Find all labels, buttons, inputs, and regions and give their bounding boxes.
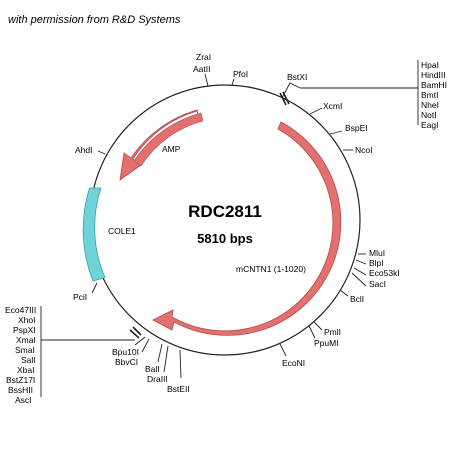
- tick-bpu10i: [134, 336, 146, 346]
- mcntn1-feature-arrow: [152, 121, 342, 336]
- site-smai: SmaI: [15, 345, 35, 355]
- feature-labels: AMP COLE1 mCNTN1 (1-1020): [108, 144, 306, 274]
- tick-bali: [157, 343, 163, 363]
- site-nhei: NheI: [421, 100, 439, 110]
- tick-bspei: [329, 130, 343, 135]
- site-eco53ki: Eco53kI: [369, 268, 400, 278]
- site-bpu10i: Bpu10I: [112, 347, 139, 357]
- site-bbvci: BbvCI: [115, 357, 138, 367]
- site-labels-top: ZraI AatII PfoI BstXI XcmI BspEI NcoI Ah…: [75, 52, 372, 155]
- site-xhoi: XhoI: [18, 315, 36, 325]
- site-bstxi: BstXI: [287, 72, 307, 82]
- site-mlui: MluI: [369, 248, 385, 258]
- amp-label: AMP: [162, 144, 181, 154]
- tick-xcmi: [309, 107, 323, 115]
- site-labels-left-stack: Eco47III XhoI PspXI XmaI SmaI SalI XbaI …: [5, 305, 36, 405]
- site-bcli: BclI: [350, 294, 364, 304]
- cole1-feature-arc: [82, 187, 106, 282]
- site-pspxi: PspXI: [13, 325, 36, 335]
- amp-feature-arrow-body: [133, 112, 204, 167]
- site-eagi: EagI: [421, 120, 439, 130]
- site-econi: EcoNI: [282, 358, 305, 368]
- site-ahdi: AhdI: [75, 145, 93, 155]
- site-pcii: PciI: [73, 292, 87, 302]
- site-bali: BalI: [145, 364, 160, 374]
- tick-eco53ki: [353, 267, 367, 276]
- tick-pfoi: [231, 78, 235, 86]
- tick-blpi: [355, 259, 367, 265]
- site-bstz17i: BstZ17I: [6, 375, 35, 385]
- site-ncoi: NcoI: [355, 145, 372, 155]
- tick-ppumi: [308, 325, 316, 339]
- site-ppumi: PpuMI: [314, 338, 339, 348]
- tick-saci: [351, 272, 367, 287]
- tick-bcli: [339, 289, 349, 297]
- tick-bbvci: [141, 338, 150, 353]
- site-labels-right-stack: HpaI HindIII BamHI BmtI NheI NotI EagI: [421, 60, 447, 130]
- amp-feature-arrow: [119, 109, 200, 181]
- site-tick-marks: [40, 60, 419, 397]
- tick-ahdi: [97, 150, 106, 155]
- site-labels-right: MluI BlpI Eco53kI SacI BclI PmlI PpuMI E…: [282, 248, 400, 368]
- site-bsshii: BssHII: [8, 385, 33, 395]
- site-noti: NotI: [421, 110, 437, 120]
- site-bamhi: BamHI: [421, 80, 447, 90]
- tick-econi: [279, 343, 287, 357]
- site-aatii: AatII: [193, 64, 210, 74]
- site-bstelli: BstEII: [167, 384, 190, 394]
- tick-pcii: [91, 282, 98, 294]
- site-hindiii: HindIII: [421, 70, 446, 80]
- tick-bstxi: [281, 82, 301, 99]
- tick-aatii: [204, 73, 209, 87]
- site-xmai: XmaI: [16, 335, 36, 345]
- mcntn1-label: mCNTN1 (1-1020): [236, 264, 306, 274]
- site-asci: AscI: [15, 395, 32, 405]
- site-zrai: ZraI: [196, 52, 211, 62]
- site-saci: SacI: [369, 279, 386, 289]
- site-hpai: HpaI: [421, 60, 439, 70]
- tick-bstelli: [179, 349, 182, 379]
- site-markers: [129, 91, 290, 339]
- site-drai: DraIII: [147, 374, 168, 384]
- site-blpi: BlpI: [369, 258, 384, 268]
- site-pmli: PmlI: [324, 327, 341, 337]
- plasmid-name: RDC2811: [188, 202, 262, 221]
- site-xcmi: XcmI: [323, 101, 342, 111]
- site-sali: SalI: [21, 355, 36, 365]
- plasmid-size: 5810 bps: [197, 231, 253, 246]
- site-pfoi: PfoI: [233, 69, 248, 79]
- site-bspei: BspEI: [345, 123, 368, 133]
- site-labels-bottom: Bpu10I BbvCI BalI DraIII BstEII PciI: [73, 292, 190, 394]
- site-xbai: XbaI: [17, 365, 35, 375]
- credit-line: with permission from R&D Systems: [8, 14, 181, 26]
- site-bmti: BmtI: [421, 90, 438, 100]
- site-eco47iii: Eco47III: [5, 305, 36, 315]
- cole1-label: COLE1: [108, 226, 136, 236]
- tick-drai: [163, 345, 169, 373]
- tick-pmli: [313, 321, 323, 331]
